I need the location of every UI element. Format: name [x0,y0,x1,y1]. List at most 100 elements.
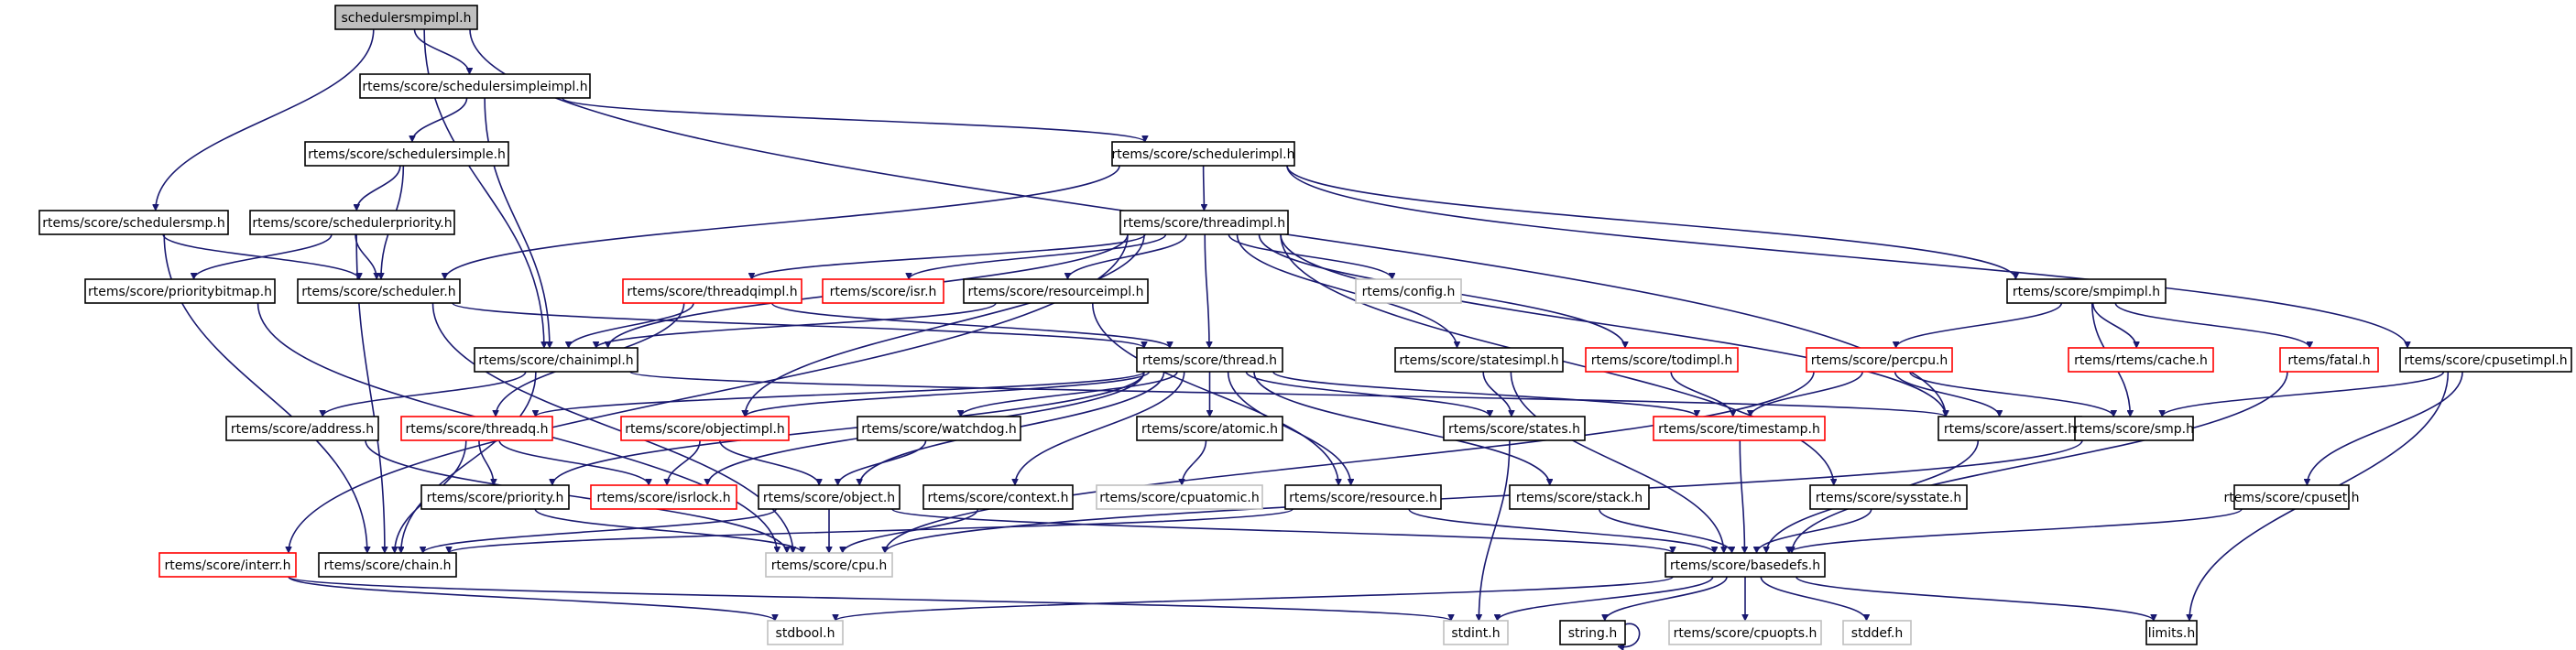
edge-threadimpl-to-thread [1204,233,1209,348]
node-thread[interactable]: rtems/score/thread.h [1136,347,1283,373]
node-label: rtems/score/chainimpl.h [478,353,633,368]
edge-basedefs-to-string [1605,576,1728,622]
node-box [84,278,276,304]
node-box [2399,347,2572,373]
node-label: rtems/score/schedulersimple.h [308,147,506,162]
edge-basedefs-to-stddef [1760,576,1866,622]
node-schedulersmp[interactable]: rtems/score/schedulersmp.h [38,210,229,235]
node-prioritybitmap[interactable]: rtems/score/prioritybitmap.h [84,278,276,304]
node-cpusetimpl[interactable]: rtems/score/cpusetimpl.h [2399,347,2572,373]
node-box [2074,416,2194,441]
node-stdint[interactable]: stdint.h [1443,620,1509,645]
edge-threadimpl-to-threadqimpl [751,233,1146,280]
node-box [767,620,844,645]
node-states[interactable]: rtems/score/states.h [1443,416,1586,441]
edge-object-to-chain [423,508,777,554]
node-resource[interactable]: rtems/score/resource.h [1284,484,1442,510]
edge-basedefs-to-limits [1796,576,2154,622]
node-isr[interactable]: rtems/score/isr.h [822,278,944,304]
node-label: rtems/score/smpimpl.h [2013,285,2160,299]
node-threadq[interactable]: rtems/score/threadq.h [400,416,553,441]
edge-thread-to-states [1245,371,1490,417]
node-schedulersimple[interactable]: rtems/score/schedulersimple.h [304,141,509,167]
edge-interr-to-stdint [288,576,1451,622]
node-basedefs[interactable]: rtems/score/basedefs.h [1665,552,1826,578]
node-percpu[interactable]: rtems/score/percpu.h [1806,347,1953,373]
edge-threadqimpl-to-thread [770,302,1170,349]
edge-percpu-to-timestamp [1751,371,1863,417]
node-label: rtems/score/stack.h [1516,491,1643,505]
node-statesimpl[interactable]: rtems/score/statesimpl.h [1394,347,1564,373]
node-threadqimpl[interactable]: rtems/score/threadqimpl.h [622,278,802,304]
node-priority[interactable]: rtems/score/priority.h [420,484,570,510]
node-box [857,416,1021,441]
edge-sysstate-to-basedefs [1757,508,1872,554]
node-scheduler[interactable]: rtems/score/scheduler.h [297,278,461,304]
node-todimpl[interactable]: rtems/score/todimpl.h [1585,347,1739,373]
node-object[interactable]: rtems/score/object.h [758,484,901,510]
node-fatal[interactable]: rtems/fatal.h [2279,347,2379,373]
node-label: rtems/score/schedulerpriority.h [252,216,452,231]
node-interr[interactable]: rtems/score/interr.h [158,552,297,578]
node-cpu[interactable]: rtems/score/cpu.h [765,552,893,578]
node-chain[interactable]: rtems/score/chain.h [318,552,457,578]
node-address[interactable]: rtems/score/address.h [225,416,379,441]
node-schedulerpriority[interactable]: rtems/score/schedulerpriority.h [249,210,455,235]
node-limits[interactable]: limits.h [2145,620,2198,645]
node-objectimpl[interactable]: rtems/score/objectimpl.h [620,416,790,441]
node-label: rtems/score/cpusetimpl.h [2404,353,2567,368]
node-stdbool[interactable]: stdbool.h [767,620,844,645]
edge-stack-to-basedefs [1598,508,1732,554]
node-watchdog[interactable]: rtems/score/watchdog.h [857,416,1021,441]
node-box [2279,347,2379,373]
node-label: rtems/score/basedefs.h [1670,558,1820,573]
node-label: rtems/score/cpuopts.h [1674,626,1817,641]
node-config[interactable]: rtems/config.h [1355,278,1462,304]
edge-thread-to-context [1015,371,1185,485]
node-label: string.h [1568,626,1618,641]
node-atomic[interactable]: rtems/score/atomic.h [1136,416,1283,441]
node-cache[interactable]: rtems/rtems/cache.h [2068,347,2214,373]
node-stddef[interactable]: stddef.h [1842,620,1912,645]
node-stack[interactable]: rtems/score/stack.h [1509,484,1650,510]
node-threadimpl[interactable]: rtems/score/threadimpl.h [1119,210,1289,235]
edge-smpimpl-to-fatal [2114,302,2309,349]
node-cpuopts[interactable]: rtems/score/cpuopts.h [1668,620,1822,645]
node-timestamp[interactable]: rtems/score/timestamp.h [1653,416,1826,441]
edge-threadimpl-to-objectimpl [745,233,1145,417]
node-context[interactable]: rtems/score/context.h [922,484,1074,510]
node-smpimpl[interactable]: rtems/score/smpimpl.h [2006,278,2167,304]
node-schedulersmpimpl[interactable]: schedulersmpimpl.h [334,5,478,30]
edge-thread-to-objectimpl [746,371,1151,417]
node-assert[interactable]: rtems/score/assert.h [1937,416,2082,441]
node-box [1096,484,1263,510]
edge-interr-to-stdbool [288,576,775,622]
node-label: rtems/score/schedulersimpleimpl.h [362,80,587,94]
node-label: rtems/score/threadimpl.h [1123,216,1285,231]
edge-thread-to-watchdog [961,371,1178,417]
edge-schedulerpriority-to-scheduler [355,233,377,280]
node-box [822,278,944,304]
edge-schedulerpriority-to-prioritybitmap [194,233,333,280]
node-cpuset[interactable]: rtems/score/cpuset.h [2223,484,2360,510]
node-box [1806,347,1953,373]
node-label: rtems/score/threadq.h [406,422,549,437]
node-sysstate[interactable]: rtems/score/sysstate.h [1809,484,1968,510]
node-string[interactable]: string.h [1559,620,1626,645]
node-smp[interactable]: rtems/score/smp.h [2074,416,2194,441]
node-box [1559,620,1626,645]
node-schedulersimpleimpl[interactable]: rtems/score/schedulersimpleimpl.h [359,73,591,99]
node-schedulerimpl[interactable]: rtems/score/schedulerimpl.h [1111,141,1295,167]
edges-layer [156,28,2463,647]
node-resourceimpl[interactable]: rtems/score/resourceimpl.h [963,278,1149,304]
node-box [765,552,893,578]
edge-cpusetimpl-to-smp [2162,371,2445,417]
edge-threadq-to-priority [478,439,494,486]
node-chainimpl[interactable]: rtems/score/chainimpl.h [474,347,639,373]
node-isrlock[interactable]: rtems/score/isrlock.h [590,484,737,510]
node-box [1585,347,1739,373]
node-box [1842,620,1912,645]
edge-thread-to-timestamp [1272,371,1697,417]
node-cpuatomic[interactable]: rtems/score/cpuatomic.h [1096,484,1263,510]
node-box [1136,347,1283,373]
